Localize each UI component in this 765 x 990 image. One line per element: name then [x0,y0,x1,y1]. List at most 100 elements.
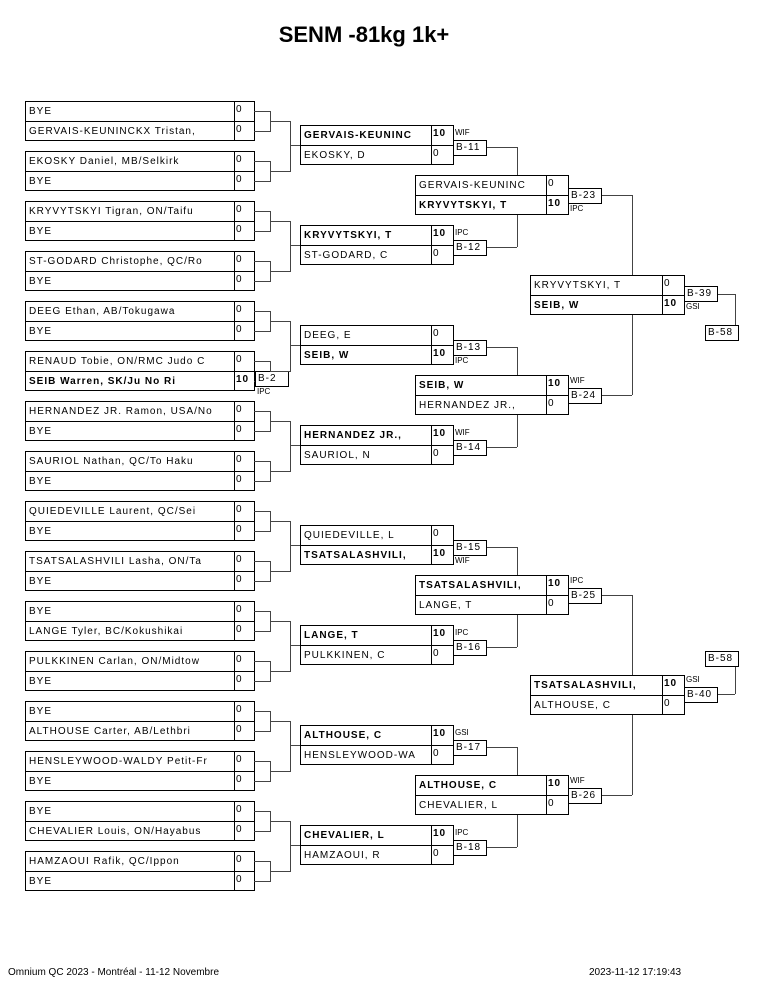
competitor-row[interactable]: GERVAIS-KEUNINCKX Tristan,0 [26,121,254,141]
match-number[interactable]: B-16 [453,640,487,656]
match-number[interactable]: B-15 [453,540,487,556]
connector-line [602,195,632,196]
result-type: WIF [455,128,470,137]
competitor-name: BYE [29,526,53,537]
competitor-row[interactable]: TSATSALASHVILI,10 [301,545,453,565]
next-match-number[interactable]: B-58 [705,651,739,667]
connector-line [254,681,270,682]
match-number[interactable]: B-24 [568,388,602,404]
competitor-row[interactable]: HERNANDEZ JR.,0 [416,395,568,415]
match-number[interactable]: B-17 [453,740,487,756]
connector-line [270,321,290,322]
match-number[interactable]: B-11 [453,140,487,156]
result-type: IPC [570,204,584,213]
competitor-name: DEEG, E [304,330,352,341]
match-number[interactable]: B-18 [453,840,487,856]
match-number[interactable]: B-23 [568,188,602,204]
connector-line [254,111,270,112]
competitor-score: 0 [234,552,243,572]
match-number[interactable]: B-39 [684,286,718,302]
next-match-number[interactable]: B-58 [705,325,739,341]
competitor-score: 0 [234,122,243,141]
competitor-name: HENSLEYWOOD-WA [304,750,416,761]
competitor-name: CHEVALIER, L [304,830,385,841]
match-number[interactable]: B-25 [568,588,602,604]
competitor-row[interactable]: HERNANDEZ JR.,10 [301,426,453,446]
match-number[interactable]: B-40 [684,687,718,703]
match-number[interactable]: B-14 [453,440,487,456]
competitor-row[interactable]: TSATSALASHVILI,10 [531,676,684,696]
connector-line [270,171,290,172]
connector-line [735,294,736,325]
competitor-score: 10 [431,626,446,646]
competitor-score: 10 [546,576,561,596]
page-title: SENM -81kg 1k+ [278,22,450,47]
match-number[interactable]: B-2 [255,371,289,387]
competitor-name: CHEVALIER Louis, ON/Hayabus [29,826,202,837]
competitor-row[interactable]: TSATSALASHVILI,10 [416,576,568,596]
competitor-name: CHEVALIER, L [419,800,499,811]
connector-line [254,481,270,482]
match-number[interactable]: B-26 [568,788,602,804]
match-number[interactable]: B-12 [453,240,487,256]
match-number[interactable]: B-13 [453,340,487,356]
